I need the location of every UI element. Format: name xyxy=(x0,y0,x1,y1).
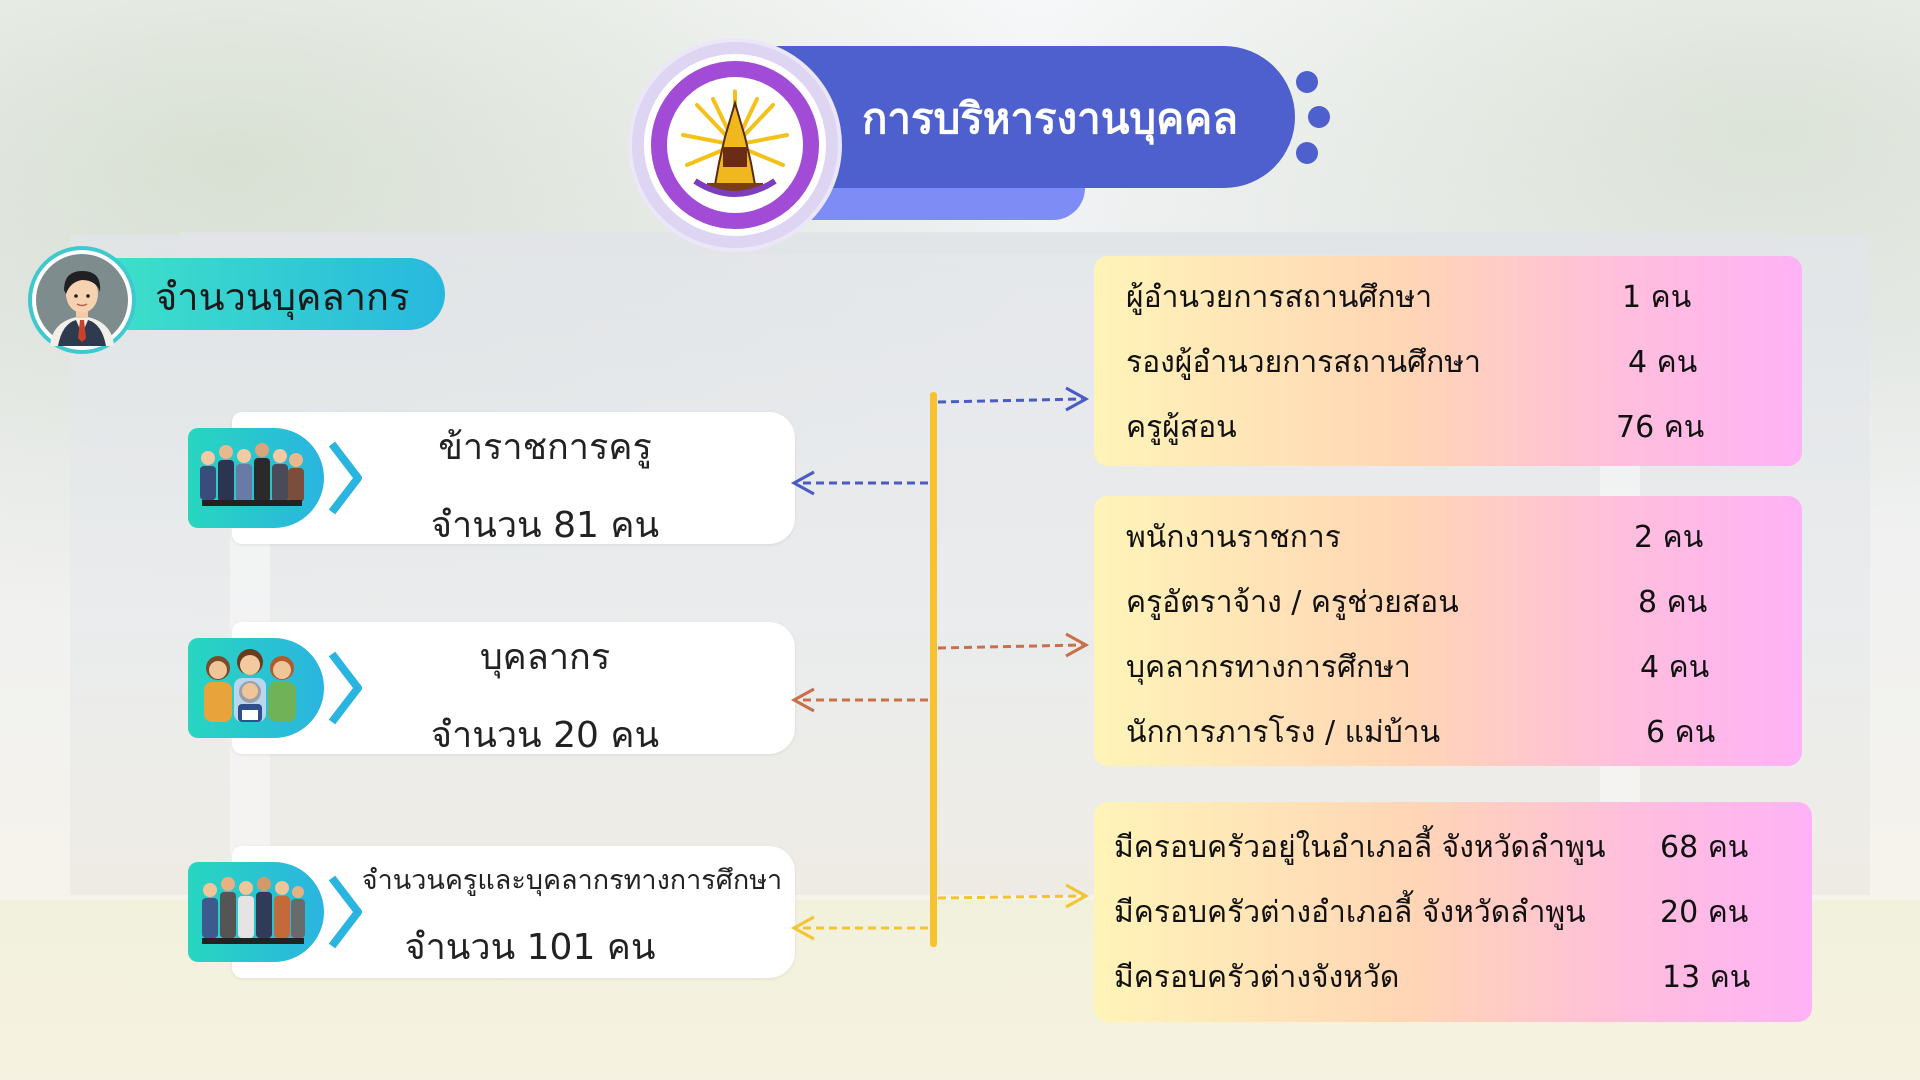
pagoda-icon xyxy=(681,89,789,197)
card-teachers-title: ข้าราชการครู xyxy=(438,427,652,468)
row-value: 8 คน xyxy=(1638,585,1708,620)
row-value: 2 คน xyxy=(1634,520,1704,555)
card-total-title: จำนวนครูและบุคลากรทางการศึกษา xyxy=(361,865,783,896)
school-logo-emblem: โรงเรียนบ้านห้วยต้มชัยยะวงศาพัฒนา xyxy=(651,61,819,229)
row-value: 1 คน xyxy=(1622,280,1692,315)
row-value: 6 คน xyxy=(1646,715,1716,750)
group-support-staff xyxy=(1094,496,1802,766)
staff-group-icon xyxy=(204,649,296,722)
row-value: 76 คน xyxy=(1616,410,1705,445)
card-teachers xyxy=(232,412,795,544)
card-teachers-count: จำนวน 81 คน xyxy=(430,505,660,546)
card-total-count: จำนวน 101 คน xyxy=(404,927,656,968)
decor-dot xyxy=(1296,71,1318,93)
row-label: มีครอบครัวต่างจังหวัด xyxy=(1114,960,1400,995)
row-label: นักการภารโรง / แม่บ้าน xyxy=(1126,715,1441,750)
avatar-man-icon xyxy=(36,254,128,346)
row-value: 13 คน xyxy=(1662,960,1751,995)
row-value: 4 คน xyxy=(1628,345,1698,380)
row-label: ครูอัตราจ้าง / ครูช่วยสอน xyxy=(1126,585,1459,620)
row-label: มีครอบครัวต่างอำเภอลี้ จังหวัดลำพูน xyxy=(1114,895,1586,930)
row-label: ผู้อำนวยการสถานศึกษา xyxy=(1126,280,1433,315)
decor-dot xyxy=(1308,106,1330,128)
card-total xyxy=(232,846,795,978)
page-title: การบริหารงานบุคคล xyxy=(862,94,1239,143)
card-staff-count: จำนวน 20 คน xyxy=(430,715,660,756)
chevron-right-icon xyxy=(328,875,362,949)
chevron-right-icon xyxy=(328,441,362,515)
avatar xyxy=(28,246,136,354)
teachers-group-icon xyxy=(200,443,304,506)
group-family-location xyxy=(1094,802,1812,1022)
background-roof xyxy=(180,232,1780,254)
group-teaching-staff xyxy=(1094,256,1802,466)
connector-spine xyxy=(930,392,937,947)
row-label: พนักงานราชการ xyxy=(1126,520,1341,555)
card-staff xyxy=(232,622,795,754)
card-icon-badge xyxy=(188,638,324,738)
school-logo: โรงเรียนบ้านห้วยต้มชัยยะวงศาพัฒนา xyxy=(632,42,838,248)
row-value: 20 คน xyxy=(1660,895,1749,930)
card-staff-title: บุคลากร xyxy=(479,637,611,678)
row-label: ครูผู้สอน xyxy=(1126,410,1237,445)
card-icon-badge xyxy=(188,428,324,528)
logo-text: โรงเรียนบ้านห้วยต้มชัยยะวงศาพัฒนา xyxy=(678,84,792,92)
row-value: 68 คน xyxy=(1660,830,1749,865)
section-title: จำนวนบุคลากร xyxy=(155,275,410,319)
row-value: 4 คน xyxy=(1640,650,1710,685)
arrow-line xyxy=(937,894,1083,900)
section-banner xyxy=(108,258,445,330)
card-icon-badge xyxy=(188,862,324,962)
decor-dot xyxy=(1296,142,1318,164)
row-label: รองผู้อำนวยการสถานศึกษา xyxy=(1126,345,1481,380)
people-group-icon xyxy=(202,877,305,944)
row-label: บุคลากรทางการศึกษา xyxy=(1126,650,1411,685)
chevron-right-icon xyxy=(328,651,362,725)
row-label: มีครอบครัวอยู่ในอำเภอลี้ จังหวัดลำพูน xyxy=(1114,830,1606,865)
